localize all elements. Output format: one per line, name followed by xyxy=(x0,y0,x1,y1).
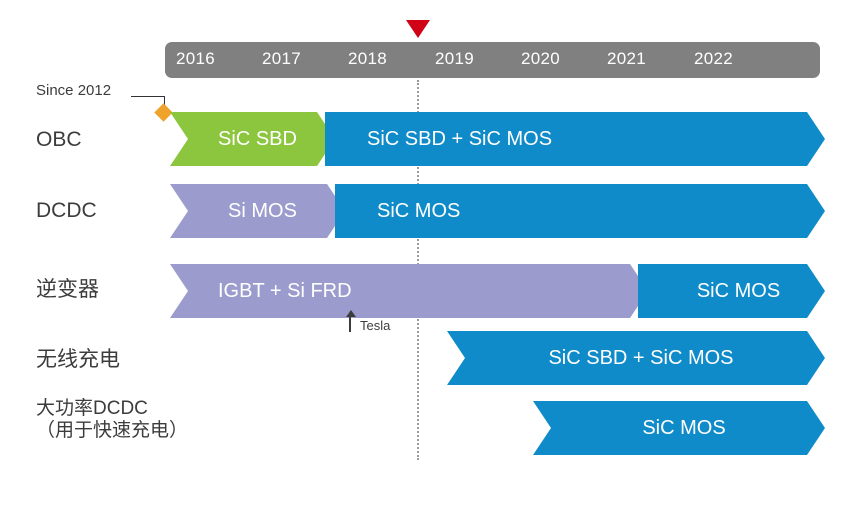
bar-dcdc-si-mos-text: Si MOS xyxy=(228,199,297,222)
bar-wireless-charging-sic-sbd-sic-mos: SiC SBD + SiC MOS xyxy=(447,331,825,385)
year-label-2018: 2018 xyxy=(348,49,388,68)
bar-dcdc-si-mos: Si MOS xyxy=(170,184,345,238)
tesla-label: Tesla xyxy=(360,318,391,333)
current-time-marker-icon xyxy=(406,20,430,38)
since-2012-leader-line xyxy=(131,96,165,97)
since-2012-label: Since 2012 xyxy=(36,82,112,99)
bar-obc-sic-sbd-text: SiC SBD xyxy=(218,127,297,150)
row-label-obc: OBC xyxy=(36,128,82,151)
bar-inverter-igbt-si-frd-text: IGBT + Si FRD xyxy=(218,279,352,302)
year-label-2019: 2019 xyxy=(435,49,475,68)
bar-obc-sic-sbd: SiC SBD xyxy=(170,112,335,166)
row-label-high-power-dcdc: 大功率DCDC （用于快速充电） xyxy=(36,398,189,442)
timeline-bar xyxy=(165,42,820,78)
bar-high-power-dcdc-text: SiC MOS xyxy=(642,416,726,439)
bar-inverter-sic-mos-text: SiC MOS xyxy=(696,279,781,302)
bar-obc-sic-sbd-sic-mos-text: SiC SBD + SiC MOS xyxy=(367,127,553,150)
since-2012-diamond-icon xyxy=(154,103,173,122)
tesla-arrow-icon xyxy=(346,310,356,332)
bar-dcdc-sic-mos: SiC MOS xyxy=(335,184,825,238)
bar-inverter-igbt-si-frd: IGBT + Si FRD xyxy=(170,264,648,318)
bar-wireless-charging-text: SiC SBD + SiC MOS xyxy=(548,346,734,369)
bar-high-power-dcdc-sic-mos: SiC MOS xyxy=(533,401,825,455)
year-label-2020: 2020 xyxy=(521,49,561,68)
year-label-2017: 2017 xyxy=(262,49,302,68)
year-label-2016: 2016 xyxy=(176,49,216,68)
year-label-2021: 2021 xyxy=(607,49,647,68)
row-label-inverter: 逆变器 xyxy=(36,278,99,301)
row-label-dcdc: DCDC xyxy=(36,199,97,222)
bar-obc-sic-sbd-sic-mos: SiC SBD + SiC MOS xyxy=(325,112,825,166)
year-label-2022: 2022 xyxy=(694,49,734,68)
bar-inverter-sic-mos: SiC MOS xyxy=(638,264,825,318)
row-label-wireless-charging: 无线充电 xyxy=(36,348,120,371)
bar-dcdc-sic-mos-text: SiC MOS xyxy=(377,199,461,222)
